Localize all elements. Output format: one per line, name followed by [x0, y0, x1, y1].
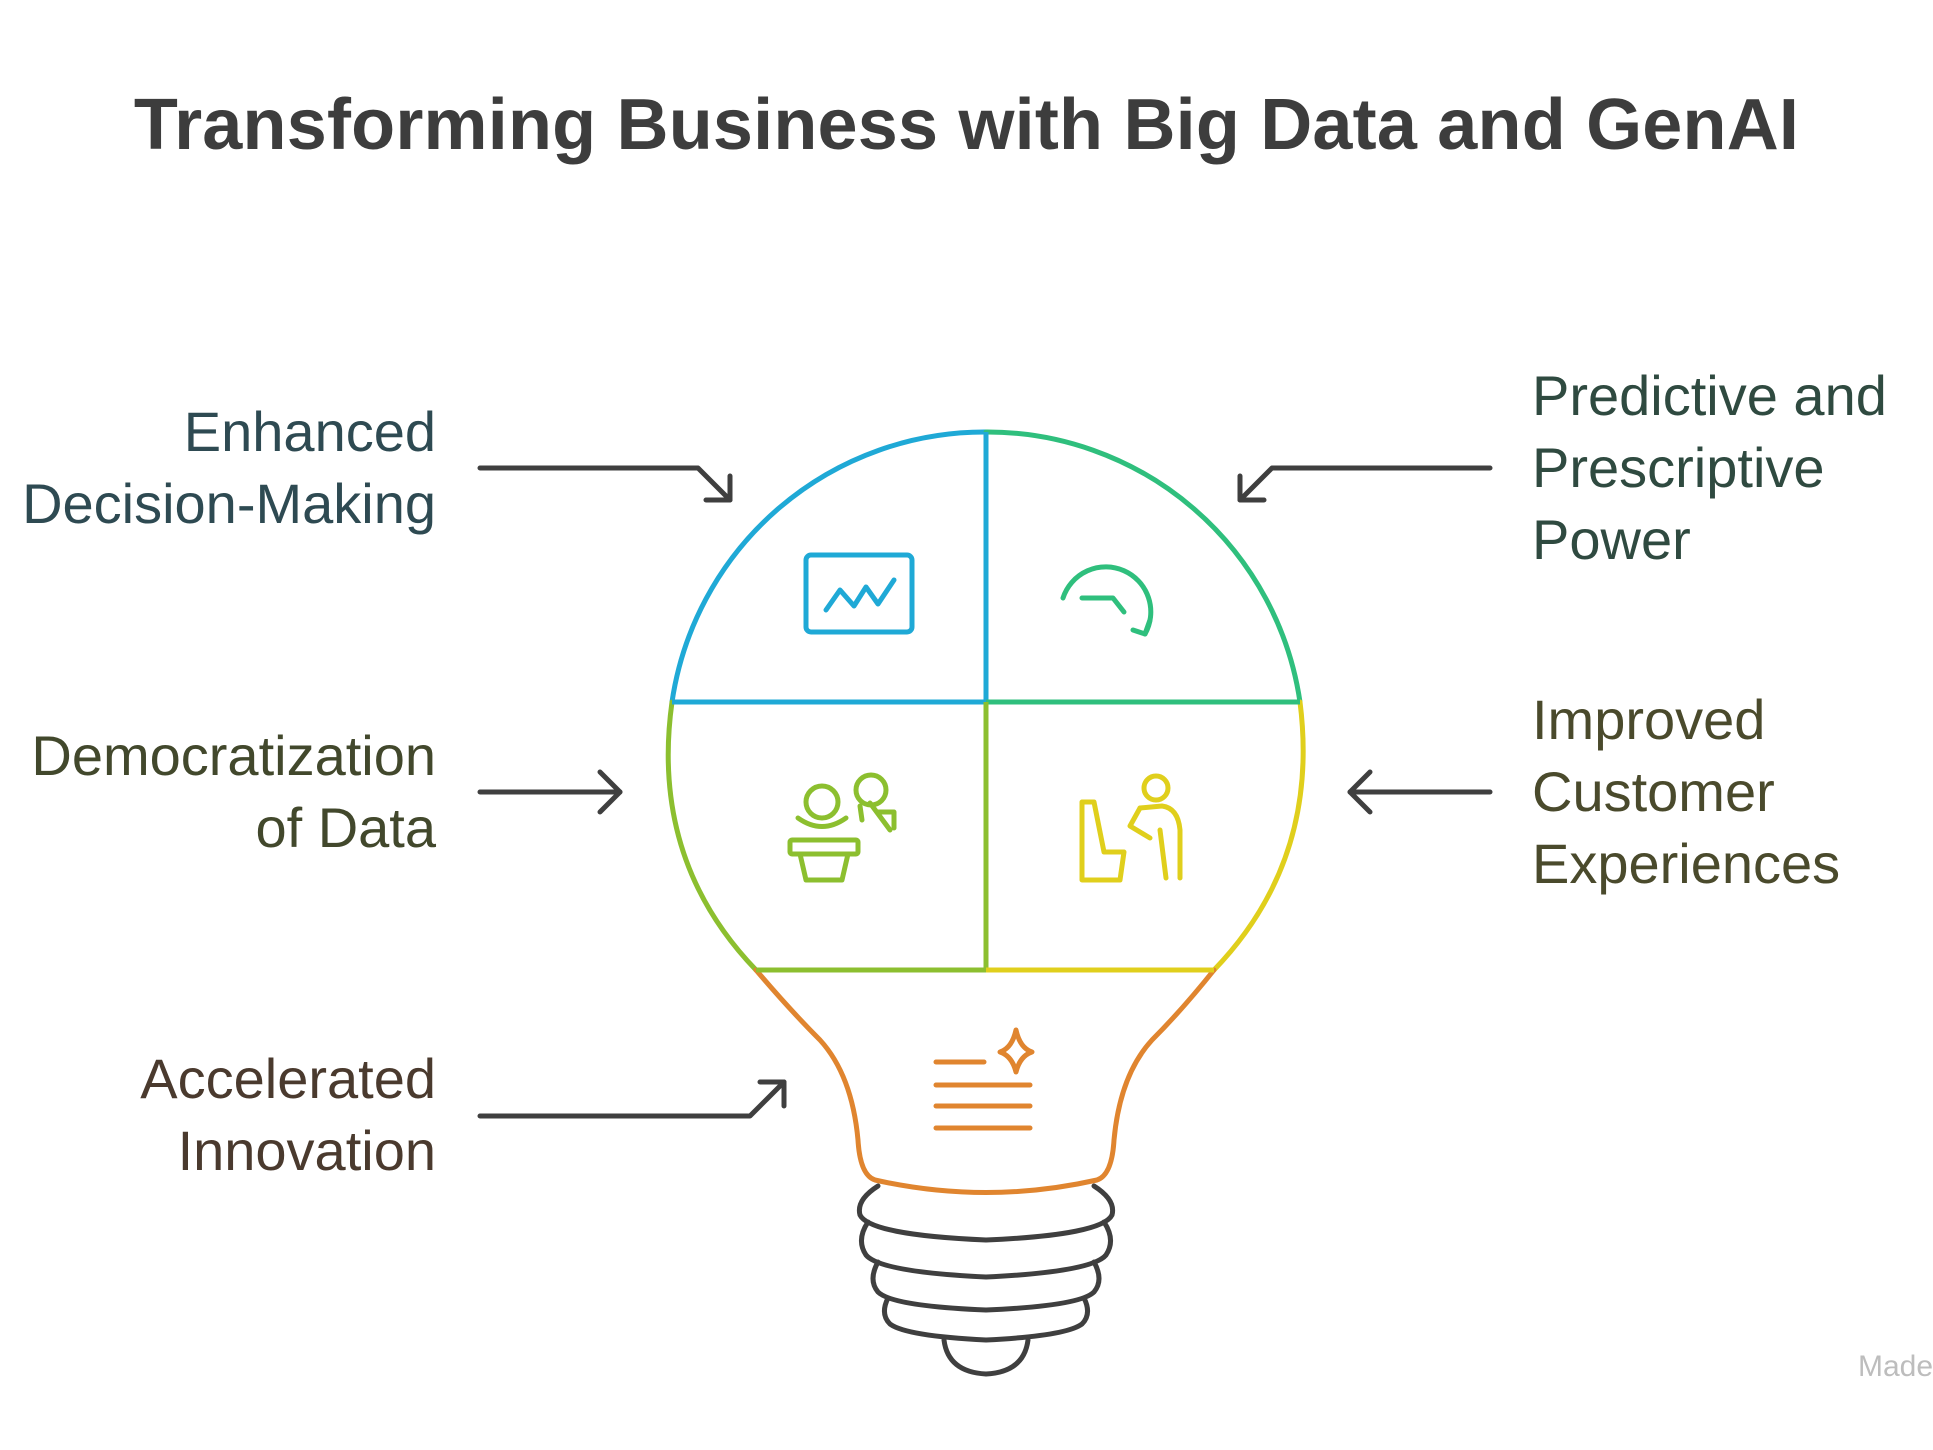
bulb-screw-base: [856, 1183, 1116, 1377]
label-democratization-of-data: Democratization of Data: [31, 720, 436, 864]
label-enhanced-decision-making: Enhanced Decision-Making: [22, 396, 436, 540]
label-line: Power: [1532, 508, 1691, 571]
presenter-icon: [787, 772, 897, 883]
bulb-outline-neck: [753, 967, 1217, 1195]
label-line: Prescriptive: [1532, 436, 1825, 499]
arrow-enhanced-decision-making: [477, 465, 733, 503]
label-line: of Data: [255, 796, 436, 859]
chart-monitor-icon: [803, 552, 915, 635]
label-line: Experiences: [1532, 832, 1841, 895]
arrow-democratization: [477, 769, 623, 815]
label-line: Enhanced: [183, 400, 436, 463]
label-line: Decision-Making: [22, 472, 436, 535]
label-line: Accelerated: [140, 1047, 436, 1110]
label-improved-customer-experiences: Improved Customer Experiences: [1532, 684, 1840, 900]
bulb-outline-mid-left: [665, 699, 759, 973]
bulb-outline-top-left: [669, 429, 989, 705]
label-line: Predictive and: [1532, 364, 1887, 427]
person-seat-icon: [1079, 773, 1183, 883]
arrow-predictive-prescriptive: [1237, 465, 1493, 503]
diagram-title: Transforming Business with Big Data and …: [133, 85, 1800, 165]
watermark: Made: [1858, 1350, 1933, 1383]
rotate-arrow-icon: [1060, 564, 1154, 637]
label-line: Innovation: [177, 1119, 436, 1182]
label-line: Democratization: [31, 724, 436, 787]
sparkle-notes-icon: [933, 1027, 1035, 1131]
bulb-outline-top-right: [983, 429, 1303, 705]
label-line: Improved: [1532, 688, 1766, 751]
label-line: Customer: [1532, 760, 1775, 823]
label-predictive-prescriptive-power: Predictive and Prescriptive Power: [1532, 360, 1887, 576]
label-accelerated-innovation: Accelerated Innovation: [140, 1043, 436, 1187]
arrow-accelerated-innovation: [477, 1079, 787, 1119]
arrow-improved-customer-experiences: [1347, 769, 1493, 815]
bulb-outline-mid-right: [1211, 699, 1306, 973]
